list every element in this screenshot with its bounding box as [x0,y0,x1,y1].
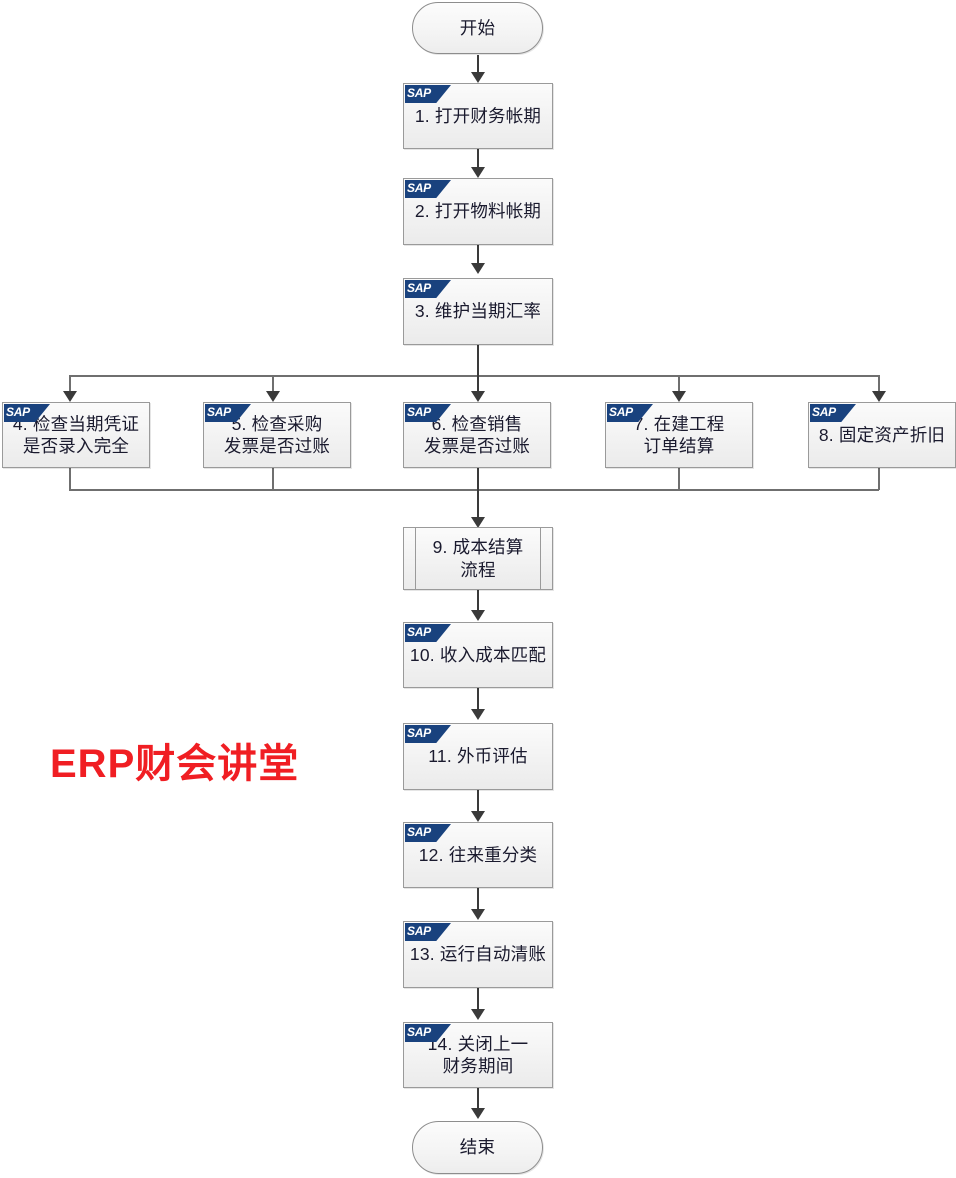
connector-start-to-1 [477,55,479,77]
sap-logo-text: SAP [407,181,431,195]
node-3-maintain-exchange-rate[interactable]: SAP 3. 维护当期汇率 [403,278,553,345]
arrowhead-into-1 [471,72,485,83]
arrowhead-into-10 [471,610,485,621]
branch-drop-7 [678,375,680,395]
branch-drop-4 [69,375,71,395]
sap-logo-icon: SAP [405,85,451,103]
connector-merge-to-9 [477,468,479,525]
arrowhead-into-end [471,1108,485,1119]
branch-drop-5 [272,375,274,395]
node-14-close-previous-period[interactable]: SAP 14. 关闭上一 财务期间 [403,1022,553,1088]
node-9-cost-settlement-process[interactable]: 9. 成本结算 流程 [403,527,553,590]
sap-logo-icon: SAP [405,280,451,298]
sap-logo-text: SAP [407,281,431,295]
node-6-check-sales-invoices[interactable]: SAP 6. 检查销售 发票是否过账 [403,402,551,468]
node-6-label: 6. 检查销售 发票是否过账 [423,413,531,456]
connector-12-to-13 [477,888,479,913]
branch-drop-6 [477,375,479,395]
sap-logo-icon: SAP [810,404,856,422]
merge-riser-4 [69,468,71,490]
branch-drop-8 [878,375,880,395]
node-11-label: 11. 外币评估 [428,746,528,767]
node-8-label: 8. 固定资产折旧 [818,424,946,445]
sap-logo-text: SAP [812,405,836,419]
node-4-label: 4. 检查当期凭证 是否录入完全 [12,413,140,456]
node-end-label: 结束 [459,1137,496,1158]
arrowhead-into-2 [471,167,485,178]
arrowhead-into-8 [872,391,886,402]
connector-3-to-branch-rail [477,345,479,376]
node-7-cip-order-settlement[interactable]: SAP 7. 在建工程 订单结算 [605,402,753,468]
node-2-label: 2. 打开物料帐期 [414,201,542,222]
sap-logo-text: SAP [407,86,431,100]
connector-11-to-12 [477,790,479,815]
connector-13-to-14 [477,988,479,1013]
arrowhead-into-13 [471,909,485,920]
node-5-label: 5. 检查采购 发票是否过账 [223,413,331,456]
node-start-label: 开始 [459,17,496,38]
sap-logo-text: SAP [407,726,431,740]
node-11-foreign-currency-valuation[interactable]: SAP 11. 外币评估 [403,723,553,790]
arrowhead-into-6 [471,391,485,402]
sap-logo-text: SAP [407,625,431,639]
arrowhead-into-11 [471,709,485,720]
node-2-open-material-period[interactable]: SAP 2. 打开物料帐期 [403,178,553,245]
arrowhead-into-7 [672,391,686,402]
node-1-open-finance-period[interactable]: SAP 1. 打开财务帐期 [403,83,553,149]
node-4-check-current-vouchers[interactable]: SAP 4. 检查当期凭证 是否录入完全 [2,402,150,468]
merge-riser-7 [678,468,680,490]
node-10-revenue-cost-matching[interactable]: SAP 10. 收入成本匹配 [403,622,553,688]
node-end[interactable]: 结束 [412,1121,543,1174]
arrowhead-into-5 [266,391,280,402]
node-10-label: 10. 收入成本匹配 [409,644,547,665]
sap-logo-icon: SAP [405,725,451,743]
node-14-label: 14. 关闭上一 财务期间 [427,1033,529,1076]
sap-logo-text: SAP [407,825,431,839]
merge-riser-5 [272,468,274,490]
sap-logo-icon: SAP [405,624,451,642]
node-12-label: 12. 往来重分类 [418,844,538,865]
node-3-label: 3. 维护当期汇率 [414,301,542,322]
sap-logo-icon: SAP [405,824,451,842]
node-5-check-purchase-invoices[interactable]: SAP 5. 检查采购 发票是否过账 [203,402,351,468]
watermark-text: ERP财会讲堂 [50,742,300,786]
connector-1-to-2 [477,149,479,172]
connector-14-to-end [477,1088,479,1112]
node-9-label: 9. 成本结算 流程 [432,537,524,580]
connector-10-to-11 [477,688,479,713]
arrowhead-into-14 [471,1009,485,1020]
connector-2-to-3 [477,245,479,268]
arrowhead-into-3 [471,263,485,274]
arrowhead-into-9 [471,517,485,528]
node-13-label: 13. 运行自动清账 [409,944,547,965]
sap-logo-icon: SAP [405,923,451,941]
sap-logo-icon: SAP [405,180,451,198]
connector-9-to-10 [477,590,479,614]
node-7-label: 7. 在建工程 订单结算 [633,413,725,456]
sap-logo-text: SAP [407,924,431,938]
merge-riser-8 [878,468,880,490]
arrowhead-into-12 [471,811,485,822]
node-13-run-auto-clearing[interactable]: SAP 13. 运行自动清账 [403,921,553,988]
node-1-label: 1. 打开财务帐期 [414,105,542,126]
arrowhead-into-4 [63,391,77,402]
merge-collection-rail [69,489,879,491]
branch-distribution-rail [69,375,879,377]
node-8-fixed-asset-depreciation[interactable]: SAP 8. 固定资产折旧 [808,402,956,468]
node-start[interactable]: 开始 [412,2,543,54]
node-12-ap-ar-reclassification[interactable]: SAP 12. 往来重分类 [403,822,553,888]
